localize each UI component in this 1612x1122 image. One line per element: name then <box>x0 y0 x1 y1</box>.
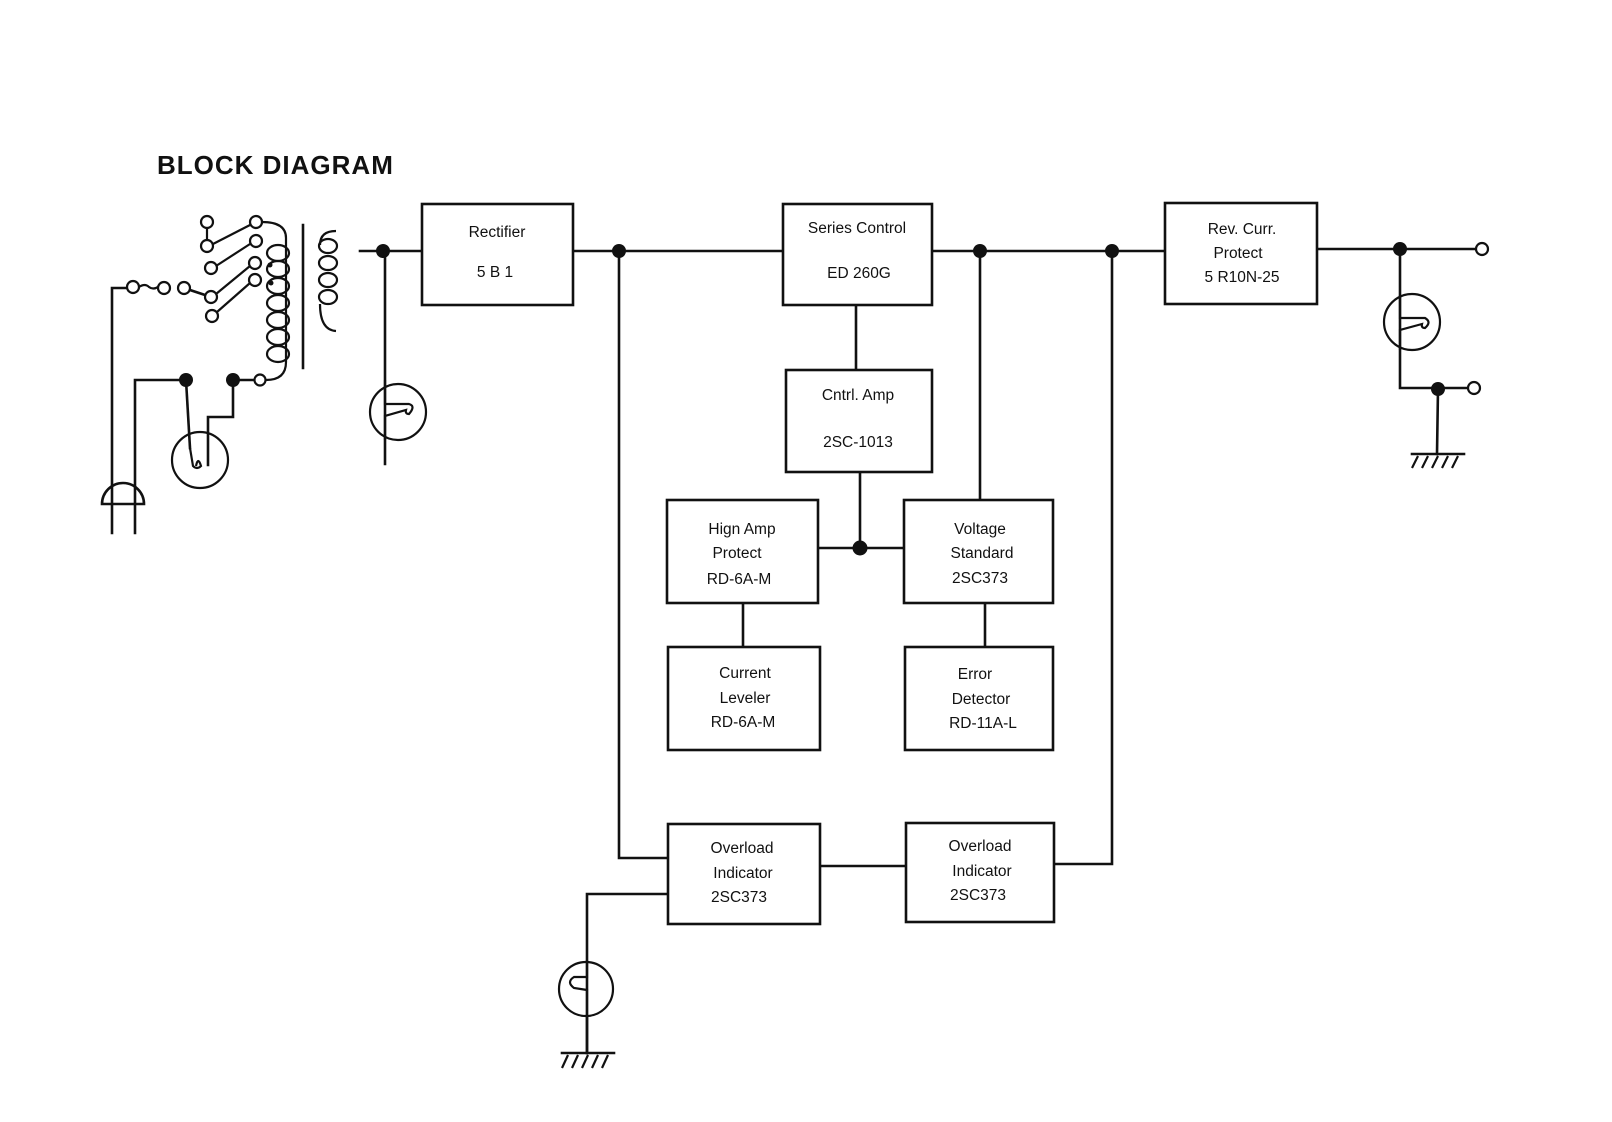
terminal-icon <box>253 373 267 387</box>
block-label: Leveler <box>720 690 771 707</box>
junction-dots <box>376 242 1445 556</box>
block-label: Protect <box>712 545 762 562</box>
block-label: Standard <box>951 545 1014 562</box>
wire-plug-line-1 <box>110 286 135 535</box>
junction-dot <box>852 540 868 556</box>
junction-dot <box>1105 244 1119 258</box>
block-label: RD-11A-L <box>949 715 1017 732</box>
fuse-icon <box>125 279 210 298</box>
block-cntrl-amp: Cntrl. Amp 2SC-1013 <box>784 368 934 474</box>
block-overload-indicator-right: Overload Indicator 2SC373 <box>904 821 1056 924</box>
block-overload-indicator-left: Overload Indicator 2SC373 <box>666 822 822 926</box>
wire-left-bus-to-overload <box>617 249 670 860</box>
ground-icon <box>560 1051 616 1069</box>
block-label: Indicator <box>952 863 1011 880</box>
block-label: Cntrl. Amp <box>822 387 894 404</box>
block-label: 5 B 1 <box>477 264 513 281</box>
block-label: Current <box>719 665 771 682</box>
power-input-section <box>100 214 339 535</box>
block-high-amp-protect: Hign Amp Protect RD-6A-M <box>665 498 820 605</box>
voltage-selector-switch-icon <box>199 214 264 324</box>
block-label: Voltage <box>954 521 1006 538</box>
block-label: ED 260G <box>827 265 891 282</box>
block-current-leveler: Current Leveler RD-6A-M <box>666 645 822 752</box>
junction-dot <box>226 373 240 387</box>
ground-icon <box>1410 452 1466 469</box>
block-error-detector: Error Detector RD-11A-L <box>903 645 1055 752</box>
block-voltage-standard: Voltage Standard 2SC373 <box>902 498 1055 605</box>
wire-lamp-right <box>206 378 235 467</box>
output-terminal-positive <box>1474 241 1490 257</box>
block-label: Error <box>958 666 992 683</box>
indicator-lamp-icon <box>368 380 428 442</box>
block-label: Overload <box>949 838 1012 855</box>
block-label: Overload <box>711 840 774 857</box>
wire-lamp-left <box>184 378 192 450</box>
pilot-lamp-icon <box>170 430 230 490</box>
junction-dot <box>179 373 193 387</box>
wire-ground <box>1435 387 1440 456</box>
block-label: Series Control <box>808 220 906 237</box>
block-label: 2SC373 <box>952 570 1008 587</box>
power-plug-icon <box>100 481 146 506</box>
wire-right-bus-to-overload <box>1052 249 1114 866</box>
block-rectifier: Rectifier 5 B 1 <box>420 202 575 307</box>
block-label: 2SC373 <box>711 889 767 906</box>
block-label: 2SC-1013 <box>823 434 893 451</box>
block-label: Rev. Curr. <box>1208 221 1277 238</box>
indicator-lamp-icon <box>1382 292 1442 352</box>
block-label: Detector <box>952 691 1011 708</box>
block-label: 2SC373 <box>950 887 1006 904</box>
wire-overload-to-lamp <box>585 892 670 1055</box>
junction-dot <box>973 244 987 258</box>
output-terminal-negative <box>1466 380 1482 396</box>
overload-lamp-section <box>557 960 616 1069</box>
block-rev-curr-protect: Rev. Curr. Protect 5 R10N-25 <box>1163 201 1319 306</box>
block-label: RD-6A-M <box>711 714 776 731</box>
block-label: Protect <box>1213 245 1263 262</box>
output-section <box>1382 241 1490 469</box>
block-label: RD-6A-M <box>707 571 772 588</box>
diagram-title: BLOCK DIAGRAM <box>157 150 394 180</box>
block-label: Rectifier <box>469 224 526 241</box>
block-label: Hign Amp <box>708 521 775 538</box>
wire-plug-line-2 <box>133 378 188 535</box>
block-series-control: Series Control ED 260G <box>781 202 934 307</box>
block-label: 5 R10N-25 <box>1205 269 1280 286</box>
transformer-icon <box>261 220 339 382</box>
junction-dot <box>612 244 626 258</box>
junction-dot <box>376 244 390 258</box>
block-label: Indicator <box>713 865 772 882</box>
